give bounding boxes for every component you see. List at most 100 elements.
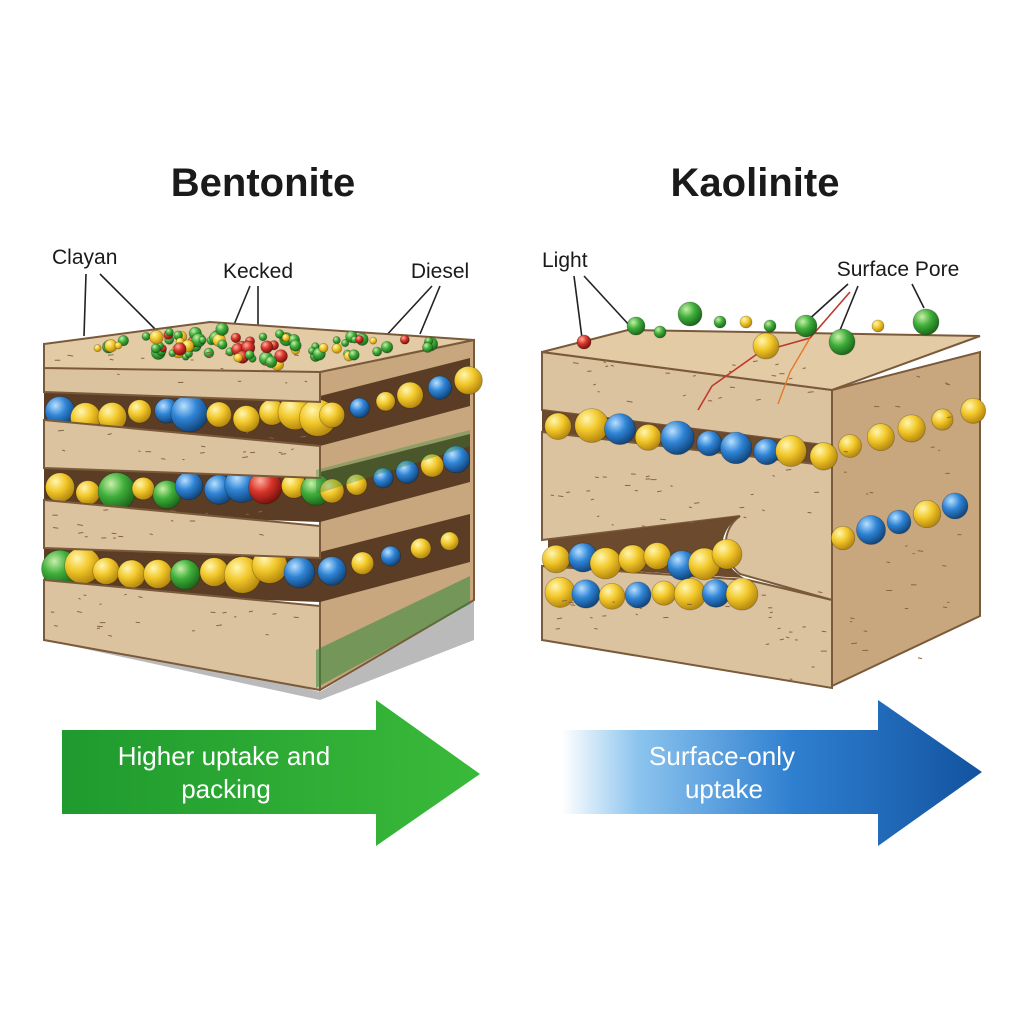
texture-fleck: [242, 456, 249, 459]
texture-fleck: [300, 435, 307, 438]
texture-fleck: [917, 657, 923, 660]
texture-fleck: [851, 642, 857, 645]
blue-particle: [941, 492, 969, 520]
yellow-particle: [725, 577, 759, 611]
blue-particle: [317, 556, 347, 586]
texture-fleck: [772, 474, 775, 477]
kaolinite-title: Kaolinite: [671, 161, 840, 205]
green-particle: [422, 341, 434, 353]
green-particle: [713, 315, 727, 329]
yellow-particle: [775, 435, 807, 467]
yellow-particle: [410, 537, 432, 560]
green-particle: [274, 329, 285, 339]
clay-slab: [43, 418, 321, 480]
texture-fleck: [76, 611, 83, 613]
texture-fleck: [124, 593, 128, 596]
texture-fleck: [645, 475, 650, 478]
texture-fleck: [258, 510, 263, 513]
texture-fleck: [682, 394, 686, 397]
texture-fleck: [869, 491, 874, 494]
texture-fleck: [67, 354, 74, 357]
yellow-particle: [440, 531, 460, 551]
yellow-particle: [541, 544, 571, 574]
leader-line: [573, 275, 583, 339]
texture-fleck: [294, 354, 299, 357]
texture-fleck: [785, 468, 792, 471]
red-particle: [230, 332, 242, 344]
green-particle: [141, 331, 151, 341]
texture-fleck: [170, 510, 176, 512]
yellow-particle: [544, 576, 576, 608]
red-particle: [173, 342, 187, 356]
block-shadow: [44, 598, 474, 700]
texture-fleck: [641, 525, 646, 528]
texture-fleck: [572, 362, 579, 365]
clay-texture: [50, 351, 962, 680]
yellow-particle: [45, 472, 75, 503]
texture-fleck: [200, 451, 205, 454]
yellow-particle: [589, 547, 622, 580]
texture-fleck: [610, 364, 615, 367]
leader-line: [583, 275, 631, 327]
red-particle: [260, 340, 274, 354]
texture-fleck: [777, 627, 781, 630]
texture-fleck: [201, 445, 206, 448]
texture-fleck: [821, 630, 827, 633]
texture-fleck: [886, 561, 891, 564]
blue-particle: [886, 509, 912, 535]
texture-fleck: [78, 531, 84, 534]
yellow-particle: [114, 341, 123, 350]
texture-fleck: [603, 361, 606, 364]
texture-fleck: [149, 533, 153, 536]
blue-particle: [696, 430, 723, 457]
texture-fleck: [216, 624, 223, 627]
green-particle: [348, 349, 360, 361]
texture-fleck: [259, 533, 264, 536]
green-particle: [794, 314, 818, 338]
green-particle: [169, 559, 201, 591]
yellow-particle: [93, 344, 102, 353]
leader-line: [383, 285, 433, 339]
texture-fleck: [210, 611, 216, 614]
texture-fleck: [558, 495, 564, 498]
texture-fleck: [291, 448, 294, 451]
texture-fleck: [99, 603, 102, 605]
surface-only-arrow: Surface-only uptake: [562, 700, 982, 846]
yellow-particle: [453, 365, 483, 395]
clay-slab: [43, 498, 321, 560]
yellow-particle: [897, 414, 926, 443]
texture-fleck: [947, 416, 952, 419]
texture-fleck: [160, 458, 166, 460]
yellow-particle: [830, 525, 856, 551]
yellow-particle: [643, 542, 672, 570]
blue-particle: [624, 581, 652, 609]
green-particle: [828, 328, 856, 356]
yellow-particle: [420, 453, 445, 478]
yellow-particle: [232, 405, 260, 433]
texture-fleck: [944, 382, 949, 385]
yellow-particle: [931, 408, 954, 431]
texture-fleck: [605, 365, 609, 368]
blue-particle: [604, 413, 636, 445]
green-particle: [626, 316, 646, 336]
blue-particle: [660, 420, 695, 456]
side-stamp: [316, 430, 470, 494]
texture-fleck: [593, 383, 597, 386]
texture-fleck: [769, 611, 773, 614]
texture-fleck: [594, 627, 598, 630]
clay-slab: [43, 578, 321, 692]
arrow-label-line1: Higher uptake and: [118, 741, 330, 771]
yellow-particle: [739, 315, 753, 329]
arrow-shape: [62, 700, 480, 846]
red-particle: [576, 334, 592, 350]
texture-fleck: [222, 611, 227, 614]
yellow-particle: [866, 423, 895, 452]
yellow-particle: [149, 330, 164, 345]
yellow-particle: [117, 559, 147, 589]
red-particle: [399, 334, 410, 345]
yellow-particle: [143, 559, 173, 589]
texture-fleck: [946, 601, 950, 604]
bentonite-title: Bentonite: [171, 161, 355, 205]
texture-fleck: [775, 363, 779, 366]
